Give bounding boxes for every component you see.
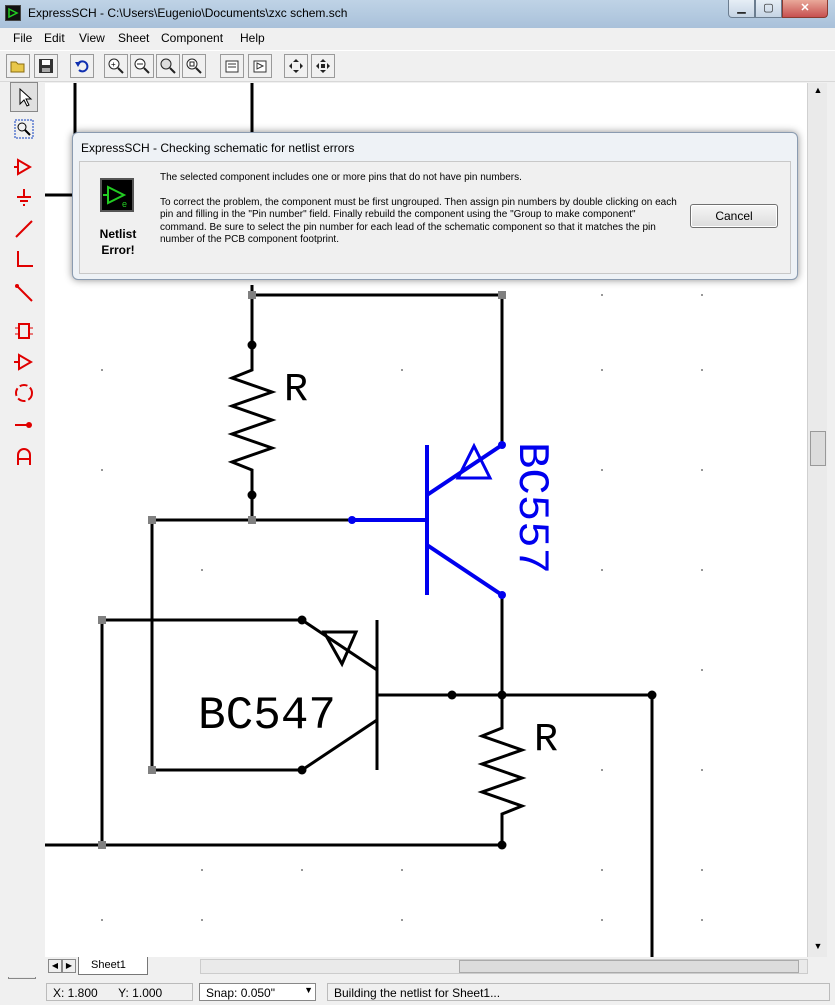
zoom-window-icon[interactable] xyxy=(10,114,38,144)
menu-file[interactable]: File xyxy=(13,31,33,45)
transistor-bc547 xyxy=(301,618,379,772)
app-icon xyxy=(5,5,21,21)
error-label-line1: Netlist xyxy=(99,227,137,241)
maximize-button[interactable]: ▢ xyxy=(755,0,782,18)
zoom-area-icon[interactable] xyxy=(156,54,180,78)
dialog-message: The selected component includes one or m… xyxy=(160,172,680,259)
netlist-error-icon: e xyxy=(100,178,134,212)
transistor-bc557-label: BC557 xyxy=(506,442,556,574)
status-coords: X: 1.800 Y: 1.000 xyxy=(46,983,193,1001)
zoom-out-icon[interactable] xyxy=(130,54,154,78)
menu-edit[interactable]: Edit xyxy=(44,31,65,45)
sheet-prev-icon[interactable]: ◀ xyxy=(48,959,62,973)
close-button[interactable]: ✕ xyxy=(782,0,828,18)
move-icon[interactable] xyxy=(311,54,335,78)
undo-icon[interactable] xyxy=(70,54,94,78)
open-folder-icon[interactable] xyxy=(6,54,30,78)
pin-icon[interactable] xyxy=(10,410,38,440)
toolbar: + xyxy=(0,50,835,82)
properties-icon[interactable] xyxy=(220,54,244,78)
sheet-next-icon[interactable]: ▶ xyxy=(62,959,76,973)
sheet-bar: ◀ ▶ Sheet1 xyxy=(0,957,835,977)
window-title: ExpressSCH - C:\Users\Eugenio\Documents\… xyxy=(28,6,348,20)
wire-icon[interactable] xyxy=(10,214,38,244)
ground-icon[interactable] xyxy=(10,183,38,213)
dialog-title: ExpressSCH - Checking schematic for netl… xyxy=(81,141,355,155)
pan-icon[interactable] xyxy=(284,54,308,78)
message-paragraph-1: The selected component includes one or m… xyxy=(160,172,522,183)
menu-help[interactable]: Help xyxy=(240,31,265,45)
resistor-r2-label: R xyxy=(534,718,558,763)
netlist-error-dialog: ExpressSCH - Checking schematic for netl… xyxy=(72,132,798,280)
netlist-error-label: Netlist Error! xyxy=(88,226,148,258)
vertical-scroll-thumb[interactable] xyxy=(810,431,826,466)
status-y: Y: 1.000 xyxy=(118,986,163,1000)
minimize-button[interactable]: ▁ xyxy=(728,0,755,18)
ic-icon[interactable] xyxy=(10,316,38,346)
component-edit-icon[interactable] xyxy=(248,54,272,78)
save-icon[interactable] xyxy=(34,54,58,78)
corner-wire-icon[interactable] xyxy=(10,245,38,275)
circle-icon[interactable] xyxy=(10,378,38,408)
snap-value: Snap: 0.050" xyxy=(206,986,275,1000)
menu-component[interactable]: Component xyxy=(161,31,224,45)
resistor-r1-label: R xyxy=(284,368,308,413)
horizontal-scroll-thumb[interactable] xyxy=(459,960,799,973)
title-bar: ExpressSCH - C:\Users\Eugenio\Documents\… xyxy=(0,0,835,28)
resistor-r1: R xyxy=(227,345,308,495)
vertical-scrollbar[interactable]: ▲ ▼ xyxy=(807,83,827,957)
snap-select[interactable]: Snap: 0.050" ▼ xyxy=(199,983,316,1001)
chevron-down-icon[interactable]: ▼ xyxy=(304,985,313,995)
scroll-up-icon[interactable]: ▲ xyxy=(813,85,823,95)
status-message: Building the netlist for Sheet1... xyxy=(327,983,830,1001)
grid-dots xyxy=(101,294,703,921)
zoom-fit-icon[interactable] xyxy=(182,54,206,78)
sheet-tab[interactable]: Sheet1 xyxy=(78,957,148,975)
resistor-r2: R xyxy=(477,718,558,820)
status-x: X: 1.800 xyxy=(53,986,98,1000)
message-paragraph-2: To correct the problem, the component mu… xyxy=(160,196,677,246)
line-icon[interactable] xyxy=(10,278,38,308)
error-label-line2: Error! xyxy=(101,243,135,257)
cancel-button[interactable]: Cancel xyxy=(690,204,778,228)
svg-text:e: e xyxy=(122,199,127,209)
zoom-in-icon[interactable]: + xyxy=(104,54,128,78)
menu-bar: File Edit View Sheet Component Help xyxy=(0,28,835,48)
transistor-bc547-label: BC547 xyxy=(198,690,336,742)
status-bar: X: 1.800 Y: 1.000 Snap: 0.050" ▼ Buildin… xyxy=(0,979,835,1005)
menu-view[interactable]: View xyxy=(79,31,105,45)
text-icon[interactable] xyxy=(10,442,38,472)
horizontal-scrollbar[interactable] xyxy=(200,959,808,974)
node-squares xyxy=(98,291,506,849)
select-arrow-icon[interactable] xyxy=(10,82,38,112)
component-icon[interactable] xyxy=(10,152,38,182)
buffer-icon[interactable] xyxy=(10,347,38,377)
menu-sheet[interactable]: Sheet xyxy=(118,31,150,45)
dialog-body: e Netlist Error! The selected component … xyxy=(79,161,791,274)
junction-dots xyxy=(247,340,657,850)
svg-text:+: + xyxy=(111,60,116,69)
transistor-bc557 xyxy=(348,441,506,599)
scroll-down-icon[interactable]: ▼ xyxy=(813,941,823,951)
left-toolbar xyxy=(6,82,41,480)
